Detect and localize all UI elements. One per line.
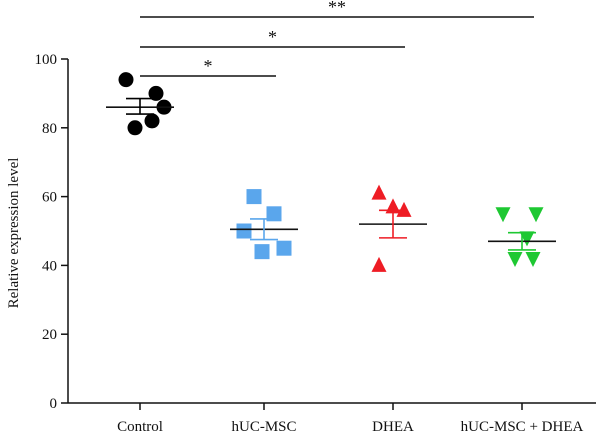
data-point xyxy=(127,120,143,136)
series-huc-msc xyxy=(230,189,298,260)
data-marks xyxy=(106,72,556,272)
series-huc-msc-dhea xyxy=(488,207,556,268)
data-point xyxy=(266,206,282,222)
data-point xyxy=(276,240,292,256)
significance-label: * xyxy=(268,27,277,47)
axes xyxy=(67,59,596,404)
x-axis-category-labels: Control hUC-MSC DHEA hUC-MSC + DHEA xyxy=(117,403,583,435)
data-point xyxy=(246,189,262,205)
y-axis-ticks: 0 20 40 60 80 100 xyxy=(35,52,68,412)
data-point xyxy=(371,256,387,272)
data-point xyxy=(144,113,160,129)
series-dhea xyxy=(359,184,427,272)
data-point xyxy=(396,201,412,217)
x-category-label: Control xyxy=(117,419,163,435)
data-point xyxy=(371,184,387,200)
y-tick-label: 80 xyxy=(42,121,57,137)
data-point xyxy=(528,207,544,223)
y-tick-label: 60 xyxy=(42,190,57,206)
y-tick-label: 0 xyxy=(50,396,58,412)
data-point xyxy=(519,231,535,247)
series-control xyxy=(106,72,174,136)
data-point xyxy=(507,252,523,268)
x-category-label: DHEA xyxy=(372,419,414,435)
significance-label: * xyxy=(204,56,213,76)
data-point xyxy=(525,252,541,268)
y-axis-title: Relative expression level xyxy=(6,158,22,309)
y-tick-label: 20 xyxy=(42,327,57,343)
x-category-label: hUC-MSC xyxy=(231,419,296,435)
significance-label: ** xyxy=(328,0,346,17)
y-tick-label: 100 xyxy=(35,52,58,68)
data-point xyxy=(495,207,511,223)
data-point xyxy=(118,72,134,88)
data-point xyxy=(254,244,270,260)
data-point xyxy=(148,85,164,101)
y-tick-label: 40 xyxy=(42,258,57,274)
data-point xyxy=(236,223,252,239)
x-category-label: hUC-MSC + DHEA xyxy=(461,419,584,435)
significance-annotations: **** xyxy=(140,0,534,77)
